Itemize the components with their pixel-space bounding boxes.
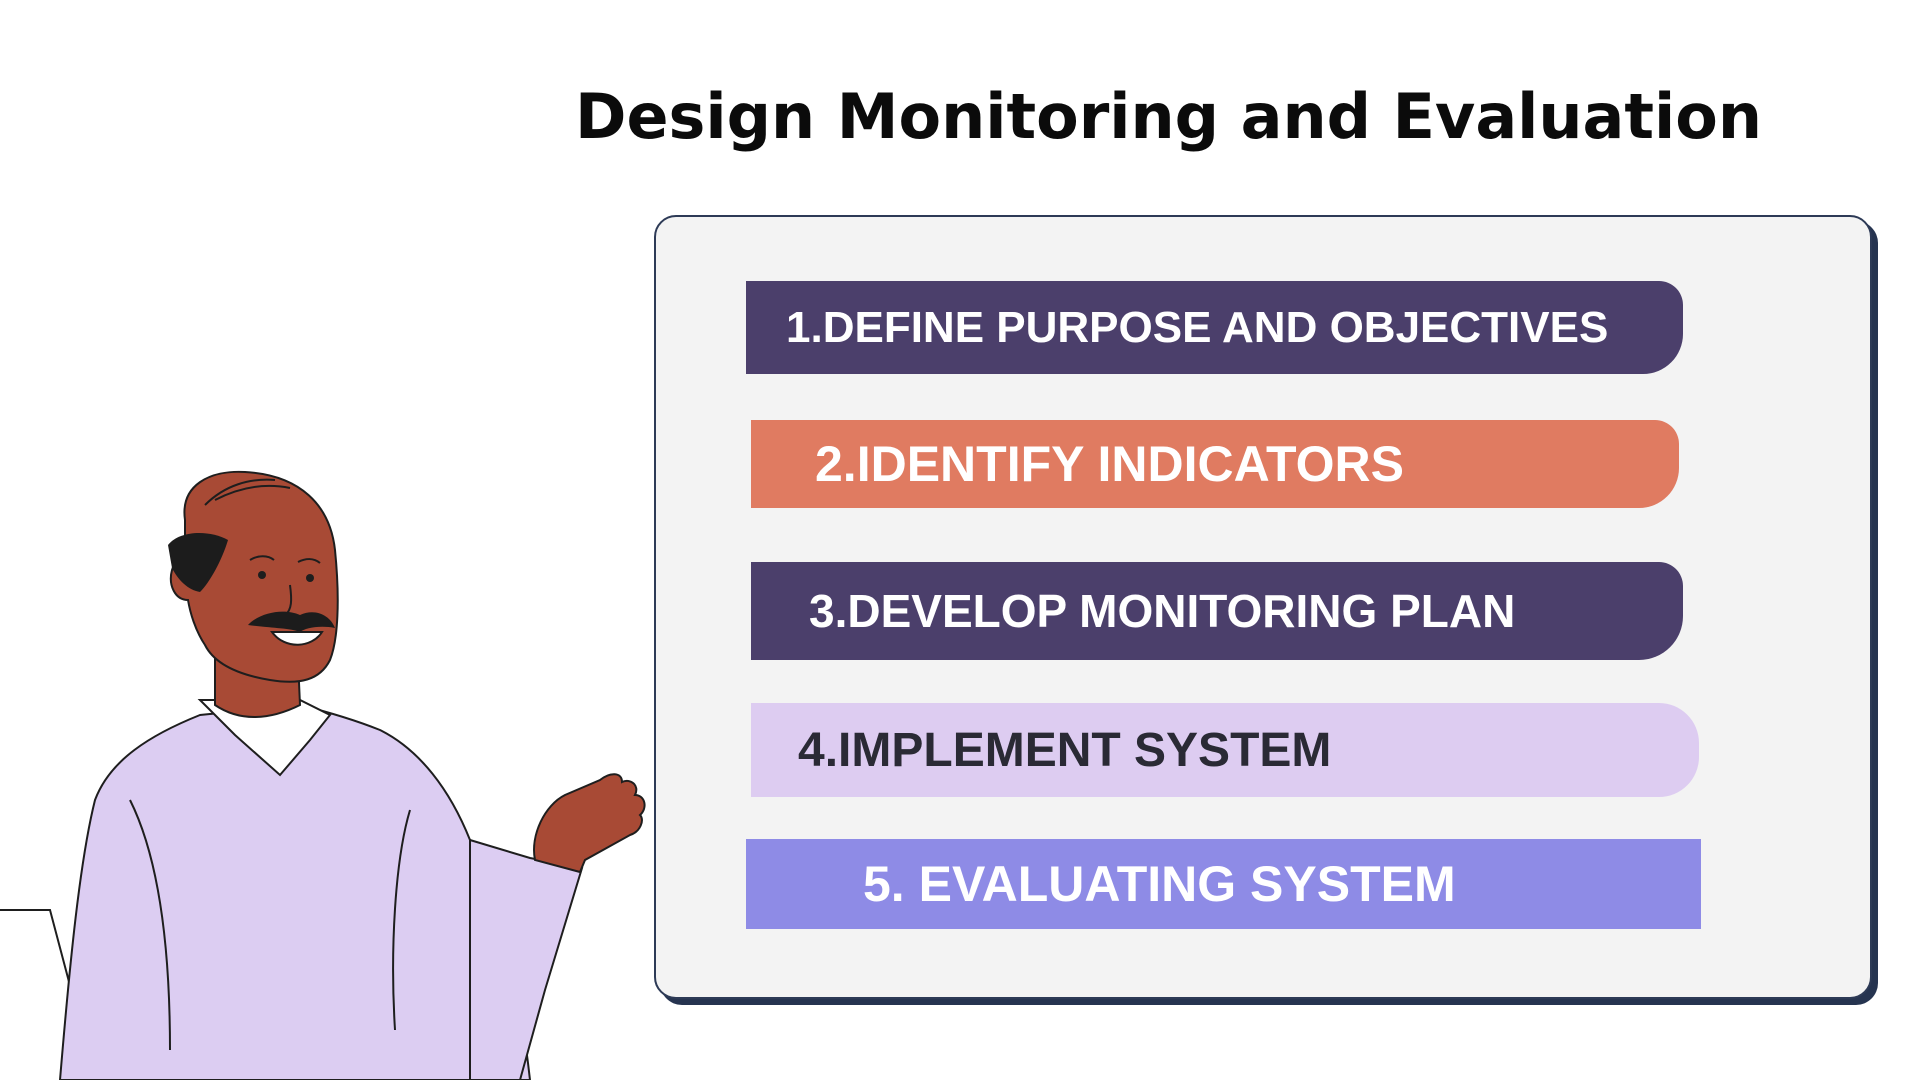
step-4-label: 4.IMPLEMENT SYSTEM <box>798 723 1332 777</box>
mustache <box>248 611 335 632</box>
sweater-sleeve <box>469 838 584 1080</box>
sweater-folds <box>129 799 411 1051</box>
smile <box>270 631 324 646</box>
step-5-label: 5. EVALUATING SYSTEM <box>863 856 1456 912</box>
presenter-illustration <box>0 470 646 1080</box>
step-2-label: 2.IDENTIFY INDICATORS <box>815 436 1404 492</box>
eyebrows <box>249 555 321 564</box>
step-4-banner: 4.IMPLEMENT SYSTEM <box>751 703 1699 797</box>
right-eye <box>306 574 314 582</box>
hair <box>168 533 228 592</box>
step-3-label: 3.DEVELOP MONITORING PLAN <box>809 585 1516 637</box>
hand <box>533 773 646 874</box>
step-3-banner: 3.DEVELOP MONITORING PLAN <box>751 562 1683 660</box>
step-2-banner: 2.IDENTIFY INDICATORS <box>751 420 1679 508</box>
sweater <box>58 703 532 1080</box>
page-title: Design Monitoring and Evaluation <box>575 80 1763 153</box>
hair-strands <box>204 478 291 506</box>
step-1-banner: 1.DEFINE PURPOSE AND OBJECTIVES <box>746 281 1683 374</box>
left-eye <box>258 571 266 579</box>
step-5-banner: 5. EVALUATING SYSTEM <box>746 839 1701 929</box>
step-1-label: 1.DEFINE PURPOSE AND OBJECTIVES <box>786 302 1609 352</box>
